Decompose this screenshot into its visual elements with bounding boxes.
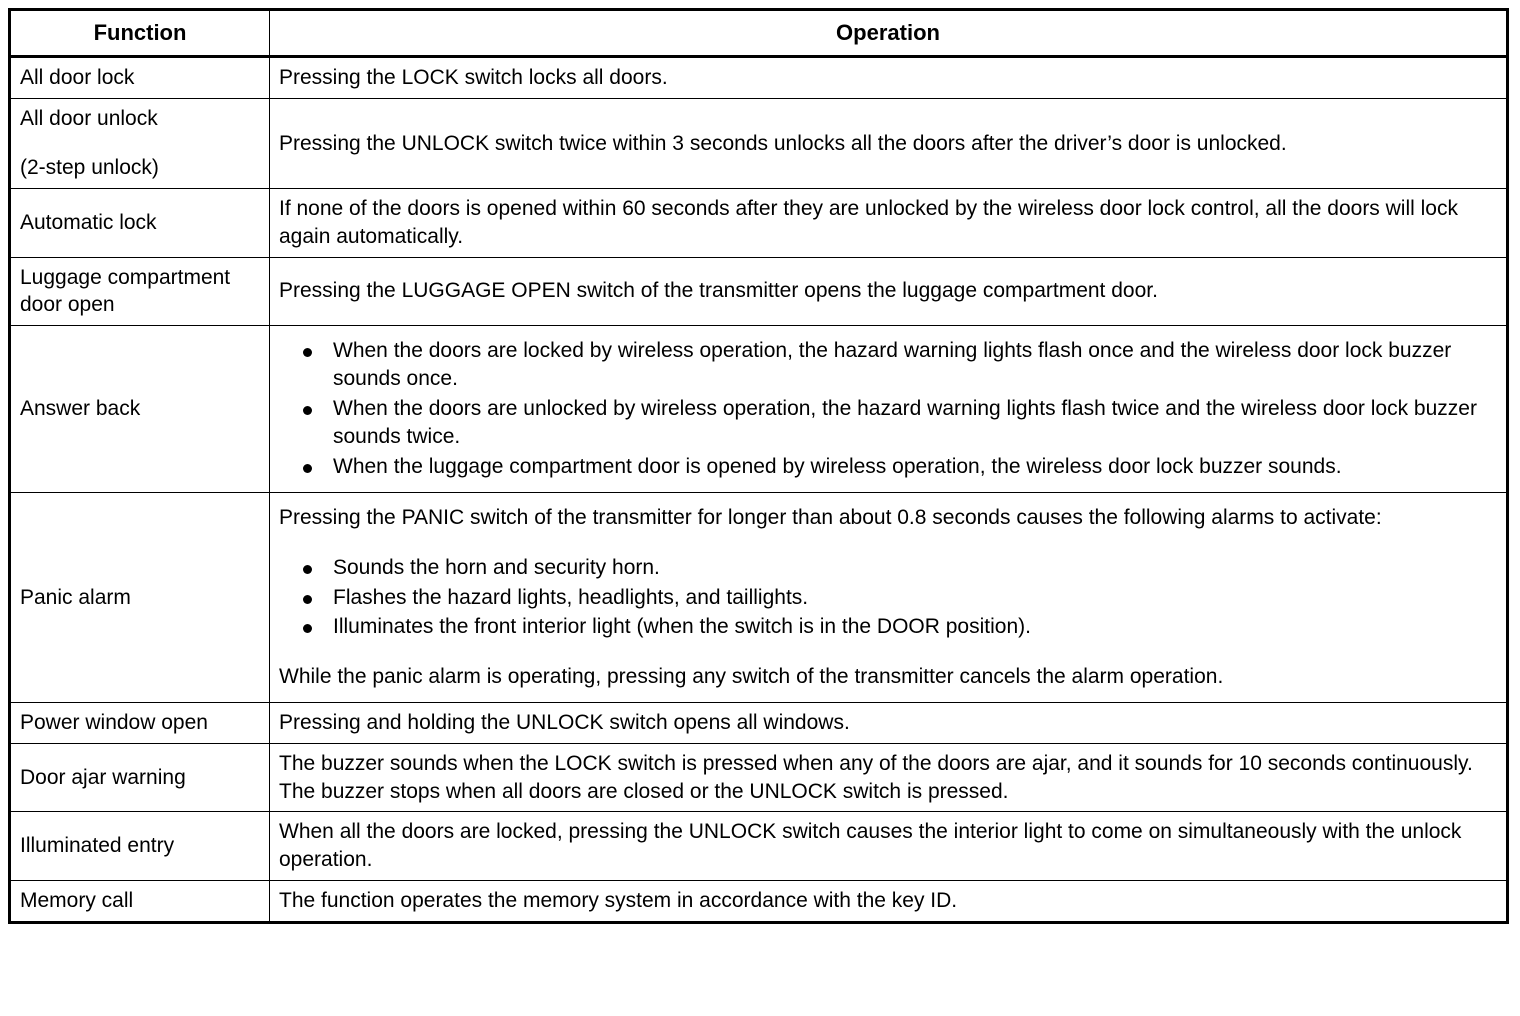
operation-mixed-content: Pressing the PANIC switch of the transmi… (269, 491, 1508, 704)
table-row: Automatic lock If none of the doors is o… (9, 188, 1508, 258)
header-row: Function Operation (9, 8, 1508, 59)
table-row: All door unlock (2-step unlock) Pressing… (9, 97, 1508, 190)
wireless-door-lock-function-table: Function Operation All door lock Pressin… (8, 8, 1509, 924)
bullet-dot-icon (303, 624, 312, 634)
operation-text: The function operates the memory system … (269, 879, 1508, 923)
function-label: Luggage compartment door open (9, 256, 270, 327)
column-header-operation: Operation (269, 8, 1508, 59)
operation-text: The buzzer sounds when the LOCK switch i… (269, 742, 1508, 813)
function-label: Automatic lock (9, 188, 270, 258)
column-header-function: Function (9, 8, 270, 59)
bullet-dot-icon (303, 348, 312, 358)
function-label: Answer back (9, 325, 270, 493)
list-item-text: Illuminates the front interior light (wh… (333, 615, 1031, 639)
function-label-line2: (2-step unlock) (20, 156, 159, 180)
function-label: Memory call (9, 879, 270, 923)
function-label: All door lock (9, 56, 270, 99)
function-label: Illuminated entry (9, 811, 270, 881)
list-item-text: Flashes the hazard lights, headlights, a… (333, 585, 809, 609)
bullet-dot-icon (303, 594, 312, 604)
list-item: When the doors are locked by wireless op… (279, 337, 1498, 393)
function-label-line1: Luggage compartment (20, 265, 231, 289)
operation-text: Pressing the LUGGAGE OPEN switch of the … (269, 256, 1508, 327)
bullet-list: Sounds the horn and security horn. Flash… (279, 554, 1498, 642)
table-row: All door lock Pressing the LOCK switch l… (9, 56, 1508, 99)
operation-text: When all the doors are locked, pressing … (269, 811, 1508, 881)
bullet-dot-icon (303, 463, 312, 473)
bullet-dot-icon (303, 564, 312, 574)
list-item: Flashes the hazard lights, headlights, a… (279, 584, 1498, 612)
list-item-text: When the doors are unlocked by wireless … (333, 396, 1477, 448)
operation-outro-text: While the panic alarm is operating, pres… (279, 665, 1224, 689)
list-item: Illuminates the front interior light (wh… (279, 613, 1498, 641)
table-header: Function Operation (9, 8, 1508, 59)
bullet-dot-icon (303, 405, 312, 415)
function-label: All door unlock (2-step unlock) (9, 97, 270, 190)
table-row: Illuminated entry When all the doors are… (9, 811, 1508, 881)
function-label: Door ajar warning (9, 742, 270, 813)
function-label-spacer (20, 132, 261, 154)
table-row: Panic alarm Pressing the PANIC switch of… (9, 491, 1508, 704)
function-label-line2: door open (20, 293, 115, 317)
list-item-text: Sounds the horn and security horn. (333, 555, 660, 579)
list-item: Sounds the horn and security horn. (279, 554, 1498, 582)
list-item-text: When the luggage compartment door is ope… (333, 454, 1342, 478)
table-row: Door ajar warning The buzzer sounds when… (9, 742, 1508, 813)
table-row: Answer back When the doors are locked by… (9, 325, 1508, 493)
function-label-line1: All door unlock (20, 106, 158, 130)
function-label: Panic alarm (9, 491, 270, 704)
list-item: When the luggage compartment door is ope… (279, 453, 1498, 481)
table-row: Power window open Pressing and holding t… (9, 702, 1508, 744)
operation-text: Pressing the UNLOCK switch twice within … (269, 97, 1508, 190)
operation-text: Pressing the LOCK switch locks all doors… (269, 56, 1508, 99)
operation-intro-text: Pressing the PANIC switch of the transmi… (279, 505, 1382, 529)
operation-bullet-list: When the doors are locked by wireless op… (269, 325, 1508, 493)
operation-text: Pressing and holding the UNLOCK switch o… (269, 702, 1508, 744)
list-item-text: When the doors are locked by wireless op… (333, 339, 1452, 390)
list-item: When the doors are unlocked by wireless … (279, 395, 1498, 451)
operation-text: If none of the doors is opened within 60… (269, 188, 1508, 258)
bullet-list: When the doors are locked by wireless op… (279, 337, 1498, 481)
table-body: All door lock Pressing the LOCK switch l… (9, 56, 1508, 923)
function-label: Power window open (9, 702, 270, 744)
table-row: Luggage compartment door open Pressing t… (9, 256, 1508, 327)
table-row: Memory call The function operates the me… (9, 879, 1508, 923)
